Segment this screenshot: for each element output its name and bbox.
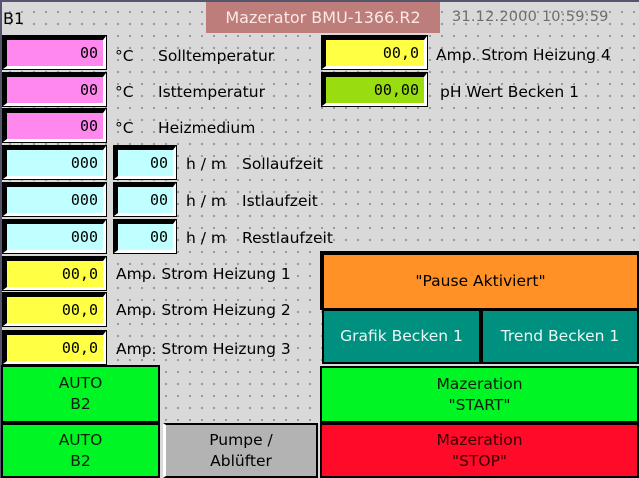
sollaufzeit-hours-field[interactable]: 000 xyxy=(2,145,107,180)
istlaufzeit-label: Istlaufzeit xyxy=(242,192,318,210)
istlaufzeit-minutes-field[interactable]: 00 xyxy=(113,182,177,217)
field-value: 00,00 xyxy=(373,81,419,99)
unit-celsius: °C xyxy=(115,83,134,101)
auto-b2-button-2[interactable]: AUTO B2 xyxy=(1,423,160,478)
field-value: 000 xyxy=(70,191,98,209)
field-value: 00,0 xyxy=(61,265,98,283)
button-label-line2: "STOP" xyxy=(451,451,508,470)
button-label: Grafik Becken 1 xyxy=(340,327,463,345)
button-label-line2: B2 xyxy=(70,395,91,413)
window-frame-top xyxy=(0,0,639,2)
mazeration-stop-button[interactable]: Mazeration "STOP" xyxy=(320,423,639,478)
heizmedium-label: Heizmedium xyxy=(158,119,256,137)
button-label-line1: Pumpe / xyxy=(209,430,273,449)
button-label-line1: Mazeration xyxy=(436,374,523,393)
auto-b2-button-1[interactable]: AUTO B2 xyxy=(1,365,160,423)
datetime-display: 31.12.2000 10:59:59 xyxy=(452,9,609,25)
button-label-line1: Mazeration xyxy=(436,430,523,449)
ph-wert-label: pH Wert Becken 1 xyxy=(440,83,580,101)
field-value: 00 xyxy=(149,191,168,209)
isttemperatur-field[interactable]: 00 xyxy=(2,72,107,107)
restlaufzeit-label: Restlaufzeit xyxy=(242,229,333,247)
restlaufzeit-hours-field[interactable]: 000 xyxy=(2,219,107,254)
field-value: 000 xyxy=(70,228,98,246)
istlaufzeit-hours-field[interactable]: 000 xyxy=(2,182,107,217)
strom-heizung-2-label: Amp. Strom Heizung 2 xyxy=(116,301,291,319)
button-label: "Pause Aktiviert" xyxy=(415,272,546,290)
button-label-line1: AUTO xyxy=(58,374,103,392)
strom-heizung-1-field[interactable]: 00,0 xyxy=(2,256,107,291)
button-label-line2: Ablüfter xyxy=(210,451,272,470)
unit-celsius: °C xyxy=(115,47,134,65)
pause-activated-button[interactable]: "Pause Aktiviert" xyxy=(320,251,639,310)
solltemperatur-label: Solltemperatur xyxy=(158,47,275,65)
strom-heizung-4-field[interactable]: 00,0 xyxy=(321,35,428,70)
unit-hours-minutes: h / m xyxy=(186,229,226,247)
title-text: Mazerator BMU-1366.R2 xyxy=(225,8,421,27)
strom-heizung-3-field[interactable]: 00,0 xyxy=(2,330,107,365)
field-value: 00 xyxy=(79,117,98,135)
strom-heizung-4-label: Amp. Strom Heizung 4 xyxy=(436,46,611,64)
sollaufzeit-minutes-field[interactable]: 00 xyxy=(113,145,177,180)
field-value: 00,0 xyxy=(382,44,419,62)
button-label-line2: "START" xyxy=(448,395,511,414)
strom-heizung-3-label: Amp. Strom Heizung 3 xyxy=(116,340,291,358)
mazeration-start-button[interactable]: Mazeration "START" xyxy=(320,366,639,423)
pumpe-abluefter-button[interactable]: Pumpe / Ablüfter xyxy=(163,423,318,478)
unit-hours-minutes: h / m xyxy=(186,155,226,173)
field-value: 00 xyxy=(79,81,98,99)
unit-hours-minutes: h / m xyxy=(186,192,226,210)
solltemperatur-field[interactable]: 00 xyxy=(2,35,107,70)
restlaufzeit-minutes-field[interactable]: 00 xyxy=(113,219,177,254)
field-value: 00 xyxy=(149,228,168,246)
trend-becken-1-button[interactable]: Trend Becken 1 xyxy=(481,309,639,364)
field-value: 00 xyxy=(149,154,168,172)
button-label-line2: B2 xyxy=(70,451,91,470)
screen-id: B1 xyxy=(3,9,25,28)
heizmedium-field[interactable]: 00 xyxy=(2,108,107,143)
strom-heizung-1-label: Amp. Strom Heizung 1 xyxy=(116,265,291,283)
field-value: 00,0 xyxy=(61,339,98,357)
isttemperatur-label: Isttemperatur xyxy=(158,83,265,101)
field-value: 00,0 xyxy=(61,301,98,319)
page-title: Mazerator BMU-1366.R2 xyxy=(206,2,440,33)
button-label-line1: AUTO xyxy=(58,430,103,449)
field-value: 00 xyxy=(79,44,98,62)
ph-wert-field[interactable]: 00,00 xyxy=(321,72,428,107)
grafik-becken-1-button[interactable]: Grafik Becken 1 xyxy=(322,309,481,364)
window-frame-left xyxy=(0,0,2,478)
unit-celsius: °C xyxy=(115,119,134,137)
sollaufzeit-label: Sollaufzeit xyxy=(242,155,323,173)
field-value: 000 xyxy=(70,154,98,172)
strom-heizung-2-field[interactable]: 00,0 xyxy=(2,292,107,327)
button-label: Trend Becken 1 xyxy=(500,327,620,345)
